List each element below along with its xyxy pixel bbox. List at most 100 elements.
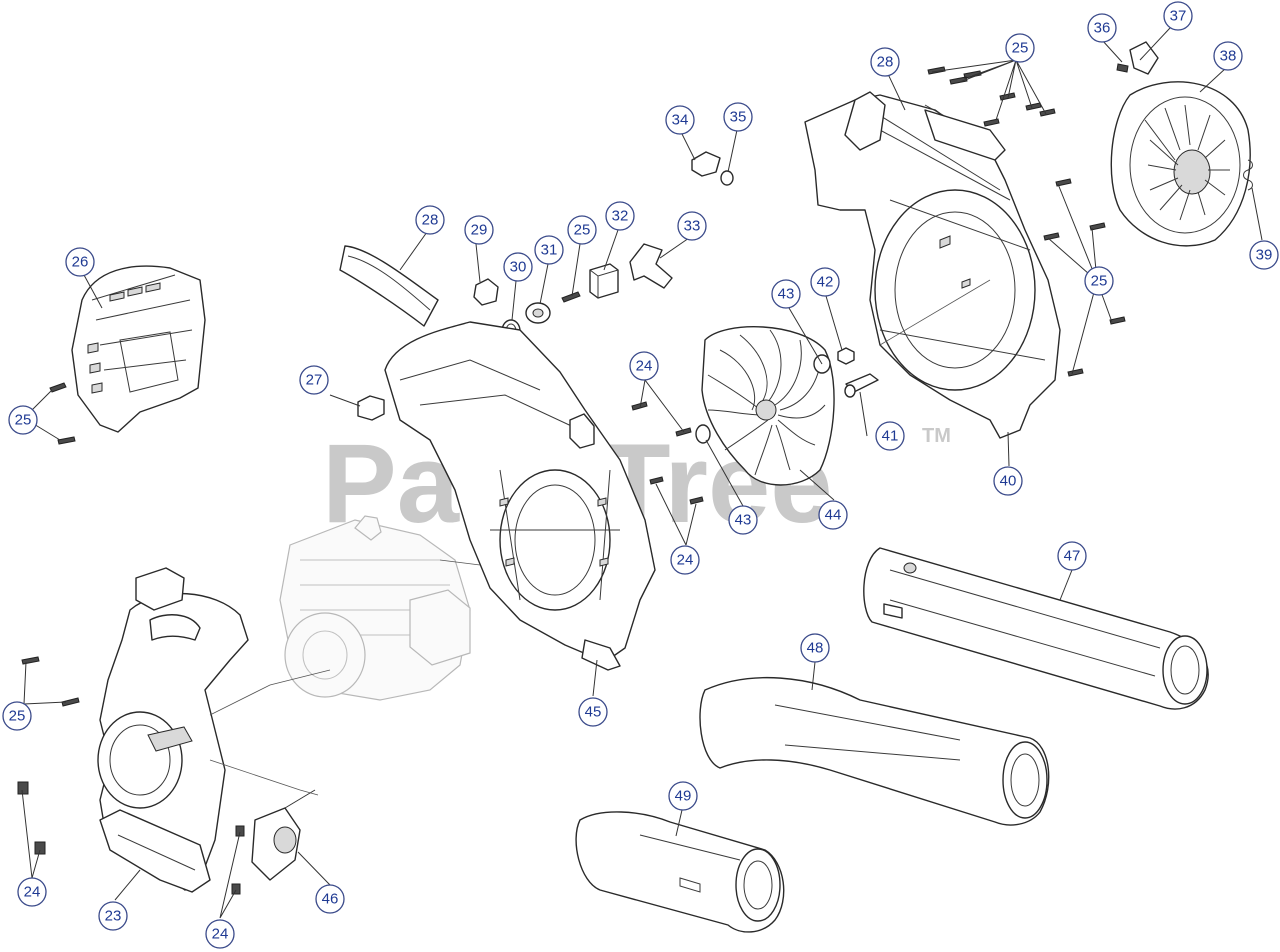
part-46-throttle — [251, 789, 316, 881]
callout-49[interactable]: 49 — [668, 781, 698, 811]
svg-text:49: 49 — [675, 788, 692, 805]
callout-39[interactable]: 39 — [1249, 240, 1279, 270]
part-28-tube — [339, 245, 439, 327]
callout-38[interactable]: 38 — [1213, 41, 1243, 71]
part-48-nozzle — [699, 677, 1050, 826]
svg-text:25: 25 — [1091, 273, 1108, 290]
part-44-impeller — [701, 326, 835, 486]
svg-text:25: 25 — [15, 412, 32, 429]
part-23-housing — [97, 567, 249, 893]
svg-text:42: 42 — [817, 274, 834, 291]
part-31-knob — [525, 302, 551, 324]
callout-25[interactable]: 25 — [1005, 33, 1035, 63]
svg-text:24: 24 — [24, 884, 41, 901]
callout-25[interactable]: 25 — [2, 701, 32, 731]
svg-text:37: 37 — [1170, 8, 1187, 25]
callout-31[interactable]: 31 — [534, 235, 564, 265]
svg-text:24: 24 — [677, 552, 694, 569]
callout-28[interactable]: 28 — [415, 205, 445, 235]
callout-26[interactable]: 26 — [65, 247, 95, 277]
callout-25[interactable]: 25 — [8, 405, 38, 435]
svg-text:32: 32 — [612, 208, 629, 225]
part-38-cover — [1110, 81, 1251, 247]
callout-44[interactable]: 44 — [818, 500, 848, 530]
part-42-nut — [837, 347, 855, 365]
svg-text:47: 47 — [1064, 548, 1081, 565]
svg-text:24: 24 — [636, 358, 653, 375]
svg-text:48: 48 — [807, 640, 824, 657]
svg-text:40: 40 — [1000, 473, 1017, 490]
svg-text:44: 44 — [825, 507, 842, 524]
callout-24[interactable]: 24 — [629, 351, 659, 381]
svg-text:28: 28 — [877, 54, 894, 71]
part-29-clip — [473, 278, 499, 306]
part-37-plate — [1129, 41, 1159, 75]
part-43-washer-b — [695, 424, 711, 444]
callout-35[interactable]: 35 — [723, 102, 753, 132]
part-35-ring — [720, 170, 734, 186]
watermark-tm: TM — [922, 425, 951, 447]
part-36-screw — [1116, 63, 1129, 73]
callout-28[interactable]: 28 — [870, 47, 900, 77]
callout-23[interactable]: 23 — [98, 901, 128, 931]
callout-45[interactable]: 45 — [578, 697, 608, 727]
callout-40[interactable]: 40 — [993, 466, 1023, 496]
part-47-tube — [863, 547, 1209, 710]
svg-text:43: 43 — [735, 512, 752, 529]
part-40-volute-housing — [804, 91, 1061, 439]
callout-41[interactable]: 41 — [875, 421, 905, 451]
callout-46[interactable]: 46 — [315, 884, 345, 914]
callout-43[interactable]: 43 — [771, 279, 801, 309]
fasteners — [17, 401, 704, 895]
callout-47[interactable]: 47 — [1057, 541, 1087, 571]
svg-text:30: 30 — [510, 259, 527, 276]
svg-text:38: 38 — [1220, 48, 1237, 65]
svg-text:25: 25 — [574, 222, 591, 239]
callout-25[interactable]: 25 — [567, 215, 597, 245]
svg-text:28: 28 — [422, 212, 439, 229]
svg-text:23: 23 — [105, 908, 122, 925]
svg-text:33: 33 — [684, 218, 701, 235]
callout-29[interactable]: 29 — [464, 215, 494, 245]
part-41-shaft — [844, 373, 879, 398]
screws-26 — [49, 382, 76, 445]
svg-text:36: 36 — [1094, 20, 1111, 37]
callout-27[interactable]: 27 — [299, 365, 329, 395]
part-34-fitting — [691, 151, 721, 177]
part-39-spring — [1243, 159, 1253, 191]
svg-text:27: 27 — [306, 372, 323, 389]
svg-text:25: 25 — [9, 708, 26, 725]
svg-text:46: 46 — [322, 891, 339, 908]
svg-text:45: 45 — [585, 704, 602, 721]
callout-24[interactable]: 24 — [17, 877, 47, 907]
svg-text:35: 35 — [730, 109, 747, 126]
assembly-axes — [209, 279, 991, 796]
callout-25[interactable]: 25 — [1084, 266, 1114, 296]
callout-36[interactable]: 36 — [1087, 13, 1117, 43]
part-27-plug — [357, 395, 385, 421]
callout-43[interactable]: 43 — [728, 505, 758, 535]
svg-text:43: 43 — [778, 286, 795, 303]
callout-37[interactable]: 37 — [1163, 1, 1193, 31]
svg-text:39: 39 — [1256, 247, 1273, 264]
callout-34[interactable]: 34 — [665, 105, 695, 135]
svg-text:24: 24 — [212, 926, 229, 943]
callout-32[interactable]: 32 — [605, 201, 635, 231]
part-32-filter-block — [589, 263, 619, 299]
svg-text:31: 31 — [541, 242, 558, 259]
callout-30[interactable]: 30 — [503, 252, 533, 282]
callout-48[interactable]: 48 — [800, 633, 830, 663]
engine-assembly — [279, 515, 471, 701]
svg-text:41: 41 — [882, 428, 899, 445]
callout-42[interactable]: 42 — [810, 267, 840, 297]
part-49-nozzle — [575, 811, 785, 933]
callout-24[interactable]: 24 — [205, 919, 235, 949]
part-26-shroud — [71, 265, 206, 433]
svg-text:26: 26 — [72, 254, 89, 271]
svg-text:25: 25 — [1012, 40, 1029, 57]
callout-33[interactable]: 33 — [677, 211, 707, 241]
part-25-screw-31 — [561, 291, 581, 303]
callout-24[interactable]: 24 — [670, 545, 700, 575]
